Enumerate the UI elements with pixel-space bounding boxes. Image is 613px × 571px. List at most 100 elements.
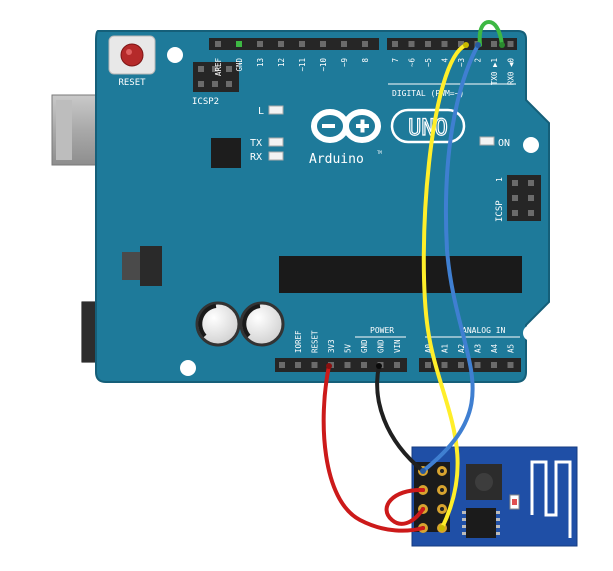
header-pin	[320, 41, 326, 47]
header-pin	[408, 41, 415, 47]
pin-label: TX0 ▶1	[490, 58, 499, 85]
pin-label: 5V	[344, 343, 353, 353]
pin-label: A5	[507, 344, 516, 353]
header-pin	[507, 41, 514, 47]
header-pin	[299, 41, 305, 47]
digital-header	[209, 38, 517, 50]
wire-blue	[421, 43, 480, 473]
header-pin	[474, 362, 481, 368]
pin-label: 3V3	[327, 339, 336, 353]
icsp-label: ICSP	[495, 200, 505, 222]
capacitor	[195, 301, 241, 347]
pin-label: 8	[361, 58, 370, 63]
header-pin	[341, 41, 347, 47]
uno-label: UNO	[408, 116, 448, 141]
header-pin	[257, 41, 263, 47]
header-pin	[491, 41, 497, 47]
pin-label: ~10	[319, 58, 328, 72]
digital-label: DIGITAL (PWM=~)	[392, 89, 464, 98]
pin-label: A2	[457, 344, 466, 353]
icsp-pin1: 1	[495, 177, 504, 182]
pin-label: A3	[474, 344, 483, 353]
brand-label: Arduino	[309, 152, 364, 167]
mounting-hole	[523, 325, 539, 341]
led-on	[479, 136, 495, 146]
header-pin	[278, 41, 284, 47]
led-rx-label: RX	[250, 152, 262, 163]
pin-label: 12	[277, 58, 286, 67]
pin-label: IOREF	[294, 330, 303, 353]
pin-label: RESET	[311, 330, 320, 353]
led-tx-label: TX	[250, 138, 262, 149]
header-pin	[491, 362, 497, 368]
led-l	[268, 105, 284, 115]
pin-label: GND	[377, 339, 386, 353]
header-pin	[392, 41, 398, 47]
icsp-header	[507, 175, 541, 221]
header-pin	[295, 362, 301, 368]
header-pin	[279, 362, 285, 368]
led-tx	[268, 137, 284, 147]
header-pin	[236, 41, 242, 47]
mounting-hole	[167, 47, 183, 63]
header-pin	[425, 362, 431, 368]
wires	[321, 19, 505, 533]
pin-label: ~6	[408, 58, 417, 68]
pin-label: 2	[474, 58, 483, 63]
pin-label: 7	[391, 58, 400, 63]
reset-button[interactable]	[108, 35, 156, 75]
pin-label: 13	[256, 58, 265, 67]
wire-black	[375, 364, 425, 473]
usb-chip	[211, 138, 241, 168]
atmega-chip	[279, 256, 522, 293]
trademark-label: TM	[377, 150, 382, 155]
header-pin	[311, 362, 318, 368]
pin-label: 4	[441, 58, 450, 63]
header-pin	[394, 362, 400, 368]
icsp2-header	[193, 62, 239, 92]
header-pin	[441, 41, 448, 47]
header-pin	[361, 362, 367, 368]
pcb-antenna-icon	[530, 460, 572, 538]
header-pin	[344, 362, 351, 368]
reset-label: RESET	[118, 78, 146, 88]
pin-label: A0	[424, 343, 433, 353]
wire-yellow	[421, 43, 468, 530]
pin-label: VIN	[393, 339, 402, 353]
wire-green	[477, 19, 504, 47]
led-on-label: ON	[498, 138, 510, 149]
header-pin	[507, 362, 514, 368]
icsp2-label: ICSP2	[192, 97, 219, 107]
pin-label: ~9	[340, 58, 349, 67]
header-pin	[425, 41, 431, 47]
header-pin	[458, 362, 464, 368]
wire-red-jumper	[384, 487, 425, 526]
pin-label: ~11	[298, 58, 307, 72]
pin-label: RX0 ◀0	[507, 58, 516, 86]
pin-label: AREF	[214, 58, 223, 77]
esp-flash-chip	[466, 508, 496, 538]
pin-label: GND	[235, 58, 244, 72]
pin-label: A4	[490, 343, 499, 353]
wire-red	[321, 364, 425, 533]
power-pin-labels: IOREF RESET 3V3 5V GND GND VIN	[294, 330, 402, 353]
power-label: POWER	[370, 326, 394, 335]
mounting-hole	[180, 360, 196, 376]
header-pin	[362, 41, 368, 47]
pin-label: GND	[360, 339, 369, 353]
header-pin	[441, 362, 448, 368]
capacitor	[239, 301, 285, 347]
voltage-regulator	[122, 246, 162, 286]
header-pin	[458, 41, 464, 47]
pin-label: ~5	[424, 58, 433, 67]
mounting-hole	[523, 137, 539, 153]
header-pin	[215, 41, 221, 47]
led-l-label: L	[258, 106, 264, 117]
arduino-logo	[311, 109, 382, 143]
analog-label: ANALOG IN	[462, 326, 506, 335]
uno-badge	[390, 108, 466, 144]
